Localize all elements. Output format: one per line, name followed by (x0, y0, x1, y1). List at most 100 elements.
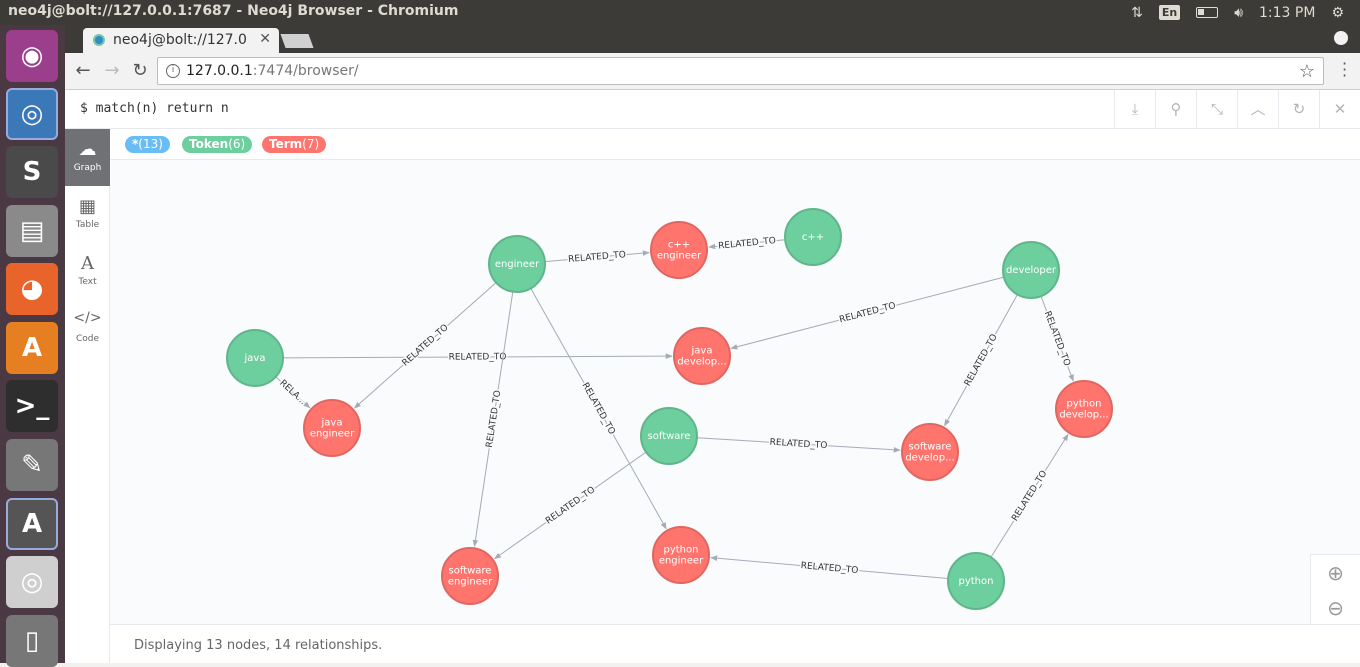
relationship-line[interactable] (544, 250, 650, 263)
terminal-icon[interactable]: >_ (6, 380, 58, 432)
relationship-line[interactable] (472, 291, 514, 548)
volume-icon[interactable]: 🔊︎ (1234, 4, 1244, 21)
node-circle[interactable] (784, 208, 842, 266)
profile-icon[interactable] (1334, 31, 1348, 45)
relationship-engineer-cpp_eng[interactable]: RELATED_TO (544, 249, 650, 267)
relationship-line[interactable] (944, 294, 1018, 427)
node-circle[interactable] (947, 552, 1005, 610)
zoom-out-icon[interactable]: ⊖ (1310, 590, 1360, 626)
zoom-in-icon[interactable]: ⊕ (1310, 554, 1360, 590)
collapse-icon[interactable]: ⤡ (1196, 90, 1237, 129)
firefox-icon[interactable]: ◕ (6, 263, 58, 315)
relationship-developer-sw_dev[interactable]: RELATED_TO (944, 294, 1018, 427)
relationship-line[interactable] (710, 555, 949, 580)
relationship-developer-java_dev[interactable]: RELATED_TO (730, 276, 1005, 350)
rerun-icon[interactable]: ↻ (1278, 90, 1319, 129)
close-frame-icon[interactable]: ✕ (1319, 90, 1360, 129)
battery-icon[interactable] (1196, 7, 1219, 18)
relationship-line[interactable] (530, 288, 667, 530)
browser-tab[interactable]: neo4j@bolt://127.0 ✕ (83, 28, 279, 53)
graph-svg[interactable]: RELATED_TORELATED_TORELATED_TORELATED_TO… (110, 160, 1360, 624)
relationship-line[interactable] (990, 433, 1069, 558)
back-icon[interactable]: ← (75, 60, 91, 81)
software-updater-icon[interactable]: A (6, 498, 58, 550)
site-info-icon[interactable]: i (166, 64, 180, 78)
forward-icon[interactable]: → (104, 60, 120, 81)
node-circle[interactable] (441, 547, 499, 605)
relationship-line[interactable] (696, 437, 901, 453)
node-circle[interactable] (1002, 241, 1060, 299)
node-software[interactable]: software (640, 407, 698, 465)
reload-icon[interactable]: ↻ (132, 60, 148, 81)
software-center-icon[interactable]: A (6, 322, 58, 374)
address-bar[interactable]: i 127.0.0.1:7474/browser/ ☆ (157, 57, 1324, 85)
node-engineer[interactable]: engineer (488, 235, 546, 293)
bookmark-star-icon[interactable]: ☆ (1298, 61, 1315, 82)
view-code[interactable]: </> Code (65, 300, 110, 357)
sublime-text-icon[interactable]: S (6, 146, 58, 198)
node-java[interactable]: java (226, 329, 284, 387)
ubuntu-dash-icon[interactable]: ◉ (6, 30, 58, 82)
node-python[interactable]: python (947, 552, 1005, 610)
relationship-software-sw_dev[interactable]: RELATED_TO (696, 436, 901, 453)
relationship-line[interactable] (493, 451, 647, 560)
node-sw_dev[interactable]: softwaredevelop... (901, 423, 959, 481)
node-cpp_eng[interactable]: c++engineer (650, 221, 708, 279)
new-tab-button[interactable] (280, 34, 314, 48)
node-circle[interactable] (488, 235, 546, 293)
view-text[interactable]: A Text (65, 243, 110, 300)
node-circle[interactable] (673, 327, 731, 385)
query-text[interactable]: $ match(n) return n (80, 101, 229, 116)
keyboard-layout-indicator[interactable]: En (1158, 5, 1181, 20)
node-circle[interactable] (901, 423, 959, 481)
relationship-line[interactable] (708, 239, 786, 250)
node-developer[interactable]: developer (1002, 241, 1060, 299)
relationship-line[interactable] (353, 282, 497, 409)
view-table[interactable]: ▦ Table (65, 186, 110, 243)
node-circle[interactable] (303, 399, 361, 457)
relationship-engineer-py_eng[interactable]: RELATED_TO (530, 288, 667, 530)
relationship-developer-py_dev[interactable]: RELATED_TO (1040, 295, 1074, 382)
legend-pill-token[interactable]: Token(6) (182, 136, 253, 153)
relationship-engineer-sw_eng[interactable]: RELATED_TO (472, 291, 514, 548)
relationship-line[interactable] (730, 276, 1005, 350)
relationship-python-py_eng[interactable]: RELATED_TO (710, 555, 949, 580)
power-gear-icon[interactable]: ⚙ (1331, 4, 1344, 21)
node-circle[interactable] (226, 329, 284, 387)
legend-pill-term[interactable]: Term(7) (262, 136, 327, 153)
clock[interactable]: 1:13 PM (1259, 4, 1316, 21)
relationship-java-java_eng[interactable]: RELA... (275, 376, 311, 409)
relationship-cpp-cpp_eng[interactable]: RELATED_TO (708, 235, 786, 253)
node-java_dev[interactable]: javadevelop... (673, 327, 731, 385)
node-cpp[interactable]: c++ (784, 208, 842, 266)
node-circle[interactable] (1055, 380, 1113, 438)
chevron-up-icon[interactable]: ︿ (1237, 90, 1278, 129)
pin-icon[interactable]: ⚲ (1155, 90, 1196, 129)
trash-icon[interactable]: ▯ (6, 615, 58, 667)
relationship-line[interactable] (275, 376, 311, 409)
system-settings-icon[interactable]: ✎ (6, 439, 58, 491)
relationship-line[interactable] (282, 353, 673, 359)
relationship-line[interactable] (1040, 295, 1074, 382)
network-icon[interactable]: ⇅ (1131, 4, 1143, 21)
download-icon[interactable]: ⤓ (1114, 90, 1155, 129)
browser-menu-icon[interactable]: ··· (1342, 54, 1348, 85)
dvd-icon[interactable]: ◎ (6, 556, 58, 608)
relationship-engineer-java_eng[interactable]: RELATED_TO (353, 282, 497, 409)
view-graph[interactable]: ☁ Graph (65, 129, 110, 186)
node-py_dev[interactable]: pythondevelop... (1055, 380, 1113, 438)
files-icon[interactable]: ▤ (6, 205, 58, 257)
relationship-java-java_dev[interactable]: RELATED_TO (282, 351, 673, 364)
node-circle[interactable] (652, 526, 710, 584)
node-circle[interactable] (640, 407, 698, 465)
relationship-software-sw_eng[interactable]: RELATED_TO (493, 451, 647, 560)
legend-pill-all[interactable]: *(13) (125, 136, 170, 153)
relationship-python-py_dev[interactable]: RELATED_TO (990, 433, 1069, 558)
chromium-icon[interactable]: ◎ (6, 88, 58, 140)
node-circle[interactable] (650, 221, 708, 279)
close-tab-icon[interactable]: ✕ (259, 31, 271, 47)
